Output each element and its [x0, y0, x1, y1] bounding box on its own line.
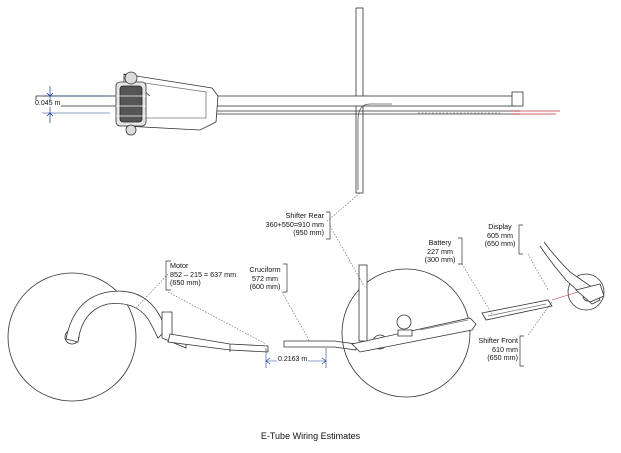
callout-shifter-front-length: 610 mm	[492, 344, 518, 354]
callout-battery-rounded: (300 mm)	[424, 255, 456, 265]
main-tube	[35, 95, 515, 107]
callout-display-length: 605 mm	[487, 230, 513, 240]
callout-motor: Motor 852 – 215 = 637 mm (650 mm)	[170, 261, 237, 288]
callout-display-rounded: (650 mm)	[484, 239, 516, 249]
callout-cruciform: Cruciform 572 mm (600 mm)	[247, 265, 283, 292]
offset-dimension-label: 0.045 m	[34, 100, 62, 107]
callout-battery: Battery 227 mm (300 mm)	[422, 238, 458, 265]
callout-shifter-front-rounded: (650 mm)	[487, 353, 518, 363]
callout-shifter-rear-rounded: (950 mm)	[293, 228, 324, 238]
callout-display: Display 605 mm (650 mm)	[480, 222, 520, 249]
side-view	[7, 241, 605, 402]
callout-motor-rounded: (650 mm)	[170, 278, 201, 288]
callout-battery-length: 227 mm	[427, 246, 453, 256]
gap-dimension-label: 0.2163 m	[277, 356, 309, 363]
figure-caption: E-Tube Wiring Estimates	[260, 431, 361, 441]
callout-shifter-rear: Shifter Rear 360+550=910 mm (950 mm)	[258, 211, 324, 238]
callout-motor-title: Motor	[170, 261, 189, 270]
top-frame-detail	[35, 7, 560, 194]
callout-brackets	[165, 211, 524, 367]
callout-shifter-front-title: Shifter Front	[478, 336, 518, 345]
front-boom	[351, 317, 477, 353]
callout-motor-length: 852 – 215 = 637 mm	[170, 269, 237, 279]
callout-display-title: Display	[488, 222, 512, 231]
callout-shifter-rear-title: Shifter Rear	[285, 211, 324, 220]
rear-swing-arm	[65, 290, 167, 343]
callout-cruciform-title: Cruciform	[249, 265, 281, 274]
seat-wire	[357, 103, 392, 190]
front-wheel	[341, 268, 471, 398]
callout-shifter-front: Shifter Front 610 mm (650 mm)	[462, 336, 518, 363]
rear-wheel	[7, 272, 137, 402]
seat-post-side	[358, 264, 368, 342]
callout-cruciform-length: 572 mm	[252, 273, 278, 283]
leader-lines	[135, 192, 553, 345]
main-boom	[167, 333, 269, 353]
callout-battery-title: Battery	[428, 238, 452, 247]
front-hub	[567, 273, 605, 311]
tube-end-cap	[511, 91, 524, 107]
cruciform-tube	[283, 340, 357, 351]
callout-cruciform-rounded: (600 mm)	[249, 282, 281, 292]
callout-shifter-rear-length: 360+550=910 mm	[265, 219, 324, 229]
